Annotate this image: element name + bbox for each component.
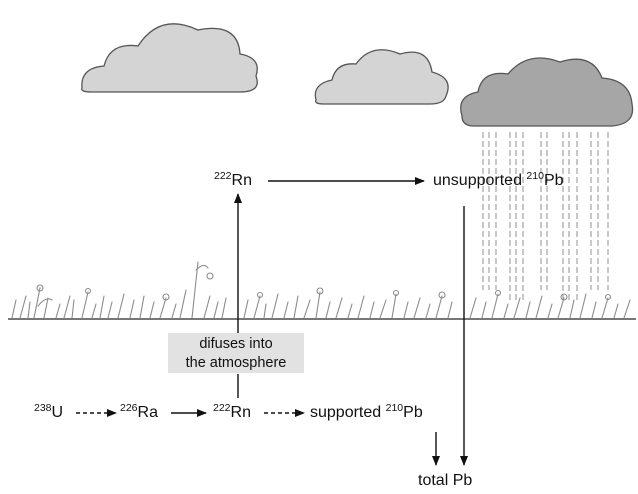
rn222-atmosphere-label: 222Rn — [214, 170, 252, 190]
rn222-soil-symbol: Rn — [230, 404, 251, 421]
cloud-icon — [81, 23, 258, 93]
diffusion-label-line2: the atmosphere — [185, 355, 287, 371]
u-symbol: U — [51, 404, 64, 421]
rain-icon — [482, 132, 609, 300]
diffusion-label-box: difuses into the atmosphere — [168, 333, 304, 373]
pb-symbol: Pb — [543, 172, 564, 189]
supported-pb-symbol: Pb — [403, 404, 423, 421]
vegetation-icon — [11, 261, 631, 319]
supported-pb210-mass-number: 210 — [385, 402, 404, 414]
unsupported-prefix: unsupported — [433, 172, 527, 189]
u238-mass-number: 238 — [34, 402, 52, 414]
ra-symbol: Ra — [137, 404, 158, 421]
rn222-symbol: Rn — [231, 172, 252, 189]
u238-label: 238U — [34, 402, 64, 422]
diffusion-label-line1: difuses into — [199, 336, 273, 352]
ra226-mass-number: 226 — [120, 402, 138, 414]
unsupported-pb210-label: unsupported 210Pb — [433, 170, 564, 190]
rain-cloud-icon — [460, 57, 634, 127]
total-pb-label: total Pb — [418, 472, 473, 489]
ra226-label: 226Ra — [120, 402, 158, 422]
pb210-mass-number: 210 — [526, 170, 544, 182]
rn222-soil-label: 222Rn — [213, 402, 251, 422]
supported-prefix: supported — [310, 404, 386, 421]
rn222-mass-number: 222 — [214, 170, 232, 182]
rn222-soil-mass-number: 222 — [213, 402, 231, 414]
cloud-icon — [314, 49, 449, 105]
supported-pb210-label: supported 210Pb — [310, 402, 423, 422]
